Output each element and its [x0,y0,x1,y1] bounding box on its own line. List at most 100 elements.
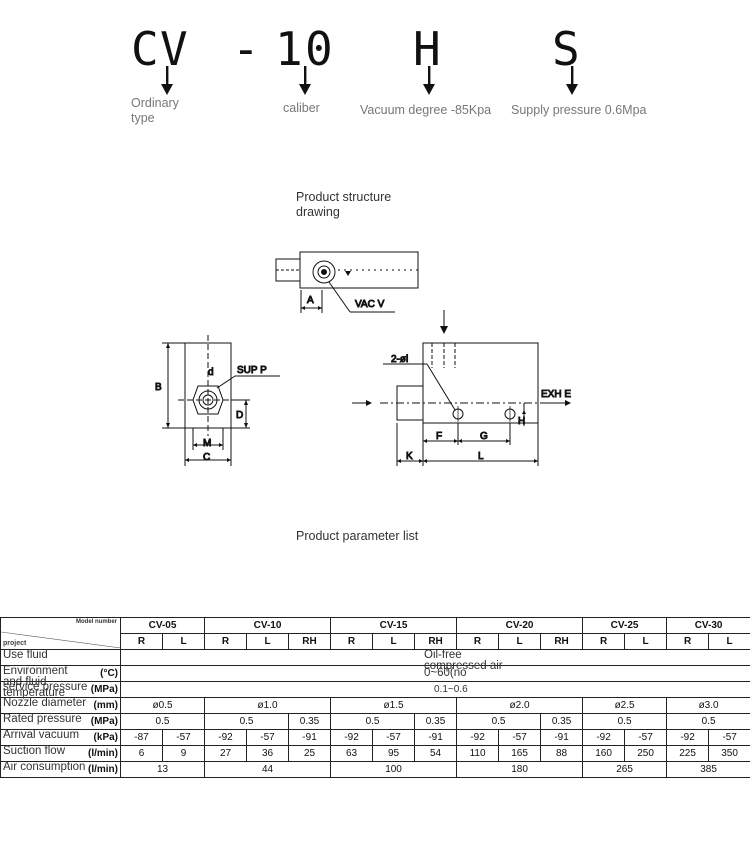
table-header-models: Model number project CV-05 CV-10 CV-15 C… [0,617,750,650]
table-cell: 350 [708,745,750,762]
table-row-use-fluid: Use fluid Oil-free compressed air [0,649,750,672]
table-corner: Model number project [0,617,121,650]
table-cell: -92 [456,729,500,746]
label-mounting-holes: 2-øl [391,354,408,365]
table-cell: ø1.5 [330,697,458,714]
table-row-suction-flow: Suction flow (l/min) 6 9 27 36 25 63 95 … [0,745,750,762]
cell-span: Oil-free compressed air [119,649,750,672]
table-cell: 88 [540,745,584,762]
dim-label-c: C [203,452,210,463]
code-char-s: S [552,22,580,76]
table-cell: 13 [119,761,206,778]
table-cell: 27 [204,745,248,762]
table-cell: -57 [372,729,416,746]
row-unit: (mm) [93,700,118,711]
table-row-air-consumption: Air consumption (l/min) 13 44 100 180 26… [0,761,750,778]
dim-label-h: H [518,416,525,427]
table-cell: -57 [161,729,206,746]
label-exhaust-port: EXH E [541,389,571,400]
structure-drawing-title: Product structure drawing [296,190,392,219]
row-unit: (MPa) [90,684,118,695]
label-vacuum-degree: Vacuum degree -85Kpa [360,103,492,117]
row-name: service pressure [3,681,88,693]
table-cell: -91 [540,729,584,746]
row-name: Arrival vacuum [3,729,80,741]
dim-label-f: F [436,431,442,442]
variant-header: R [582,633,626,650]
table-cell: 165 [498,745,542,762]
arrow-down-icon [423,66,435,95]
dim-label-d: D [236,410,243,421]
table-cell: 225 [666,745,710,762]
variant-header: RH [288,633,332,650]
table-cell: ø3.0 [666,697,750,714]
variant-header: R [330,633,374,650]
dim-label-k: K [406,451,413,462]
product-structure-drawing: A VAC V B d SUP P D M C [155,251,572,466]
arrow-down-icon [299,66,311,95]
model-header: CV-10 [204,617,332,634]
row-label: service pressure (MPa) [0,681,121,698]
side-view [162,335,280,466]
table-cell: 25 [288,745,332,762]
table-cell: 44 [204,761,332,778]
variant-header: L [372,633,416,650]
variant-header: L [708,633,750,650]
table-cell: 0.5 [582,713,668,730]
table-cell: -92 [666,729,710,746]
table-cell: -57 [708,729,750,746]
label-supply-pressure: Supply pressure 0.6Mpa [511,103,647,117]
table-cell: 0.35 [540,713,584,730]
table-cell: 110 [456,745,500,762]
dim-label-m: M [203,438,211,449]
row-unit: (kPa) [93,732,118,743]
variant-header: RH [414,633,458,650]
variant-header: L [246,633,290,650]
table-cell: 6 [120,745,163,762]
dim-label-l: L [478,451,484,462]
table-cell: 95 [372,745,416,762]
variant-header: L [161,633,206,650]
code-char-0: 0 [305,22,333,76]
table-row-arrival-vacuum: Arrival vacuum (kPa) -87 -57 -92 -57 -91… [0,729,750,746]
table-cell: 0.35 [288,713,332,730]
variant-header: L [624,633,668,650]
table-cell: ø2.5 [582,697,668,714]
table-cell: 9 [161,745,206,762]
dim-label-d-small: d [208,367,214,378]
variant-header: R [666,633,710,650]
table-cell: 0.35 [414,713,458,730]
label-ordinary-type: Ordinary type [131,96,179,125]
table-cell: 0.5 [456,713,542,730]
cell-span-text: 0.1~0.6 [434,684,468,695]
variant-header: R [456,633,500,650]
code-char-v: V [160,22,188,76]
table-cell: 0.5 [119,713,206,730]
table-cell: 0.5 [204,713,290,730]
table-cell: 180 [456,761,584,778]
corner-diagonal [1,631,121,648]
model-header: CV-20 [456,617,584,634]
table-cell: 0.5 [330,713,416,730]
table-cell: -91 [414,729,458,746]
code-char-1: 1 [275,22,303,76]
row-label: Rated pressure (MPa) [0,713,121,730]
dim-label-g: G [480,431,488,442]
dim-label-a: A [307,295,314,306]
corner-project: project [3,640,27,647]
row-name: Rated pressure [3,713,82,725]
front-view [352,310,571,466]
variant-header: L [498,633,542,650]
row-name: Air consumption [3,761,86,773]
model-header: CV-15 [330,617,458,634]
row-unit: (°C) [100,668,118,679]
row-label: Arrival vacuum (kPa) [0,729,121,746]
parameter-table: Model number project CV-05 CV-10 CV-15 C… [0,617,750,778]
arrow-down-icon [161,66,173,95]
arrow-down-icon [566,66,578,95]
table-cell: ø2.0 [456,697,584,714]
label-caliber: caliber [283,101,320,115]
table-cell: 36 [246,745,290,762]
table-row-rated-pressure: Rated pressure (MPa) 0.5 0.5 0.35 0.5 0.… [0,713,750,730]
row-name: Use fluid [3,649,48,661]
